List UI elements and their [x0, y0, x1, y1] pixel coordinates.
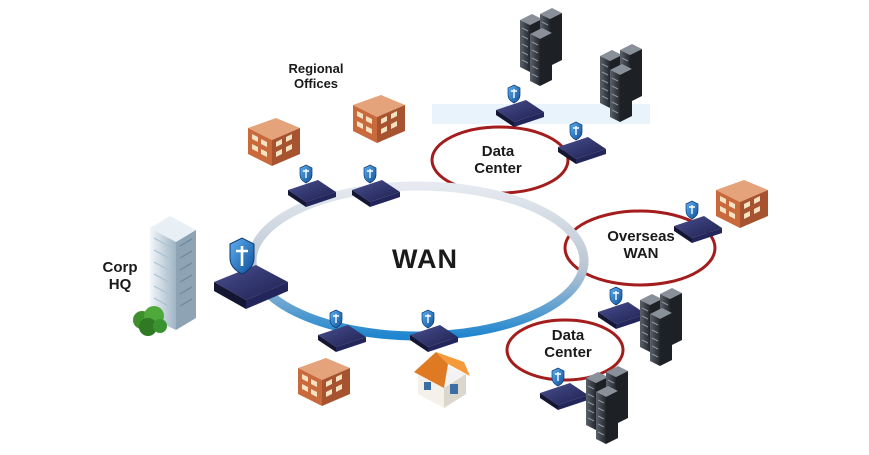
- overseas-wan-label: Overseas WAN: [607, 228, 675, 263]
- regional-office-building-icon: [353, 95, 405, 143]
- router-icon: [539, 367, 589, 411]
- server-rack-icon: [639, 287, 683, 367]
- regional-offices-label: Regional Offices: [288, 61, 344, 91]
- regional-office-building-icon: [298, 358, 350, 406]
- router-icon: [597, 286, 647, 330]
- data-center-bottom-label: Data Center: [544, 327, 592, 362]
- home-house-icon: [414, 352, 470, 408]
- data-center-bottom-ring: [505, 318, 625, 382]
- server-rack-icon: [585, 365, 629, 445]
- corporate-tower-icon: [150, 216, 196, 330]
- overseas-wan-ring: [563, 209, 717, 287]
- tree-icon: [133, 306, 167, 336]
- corp-hq-label: Corp HQ: [102, 259, 138, 294]
- server-rack-icon: [519, 7, 563, 87]
- regional-office-building-icon: [248, 118, 300, 166]
- hq-router-icon: [214, 265, 288, 309]
- hq-security-shield-icon: [229, 237, 255, 275]
- data-center-top-label: Data Center: [474, 143, 522, 178]
- router-icon: [557, 121, 607, 165]
- wan-label: WAN: [392, 244, 458, 274]
- overseas-office-building-icon: [716, 180, 768, 228]
